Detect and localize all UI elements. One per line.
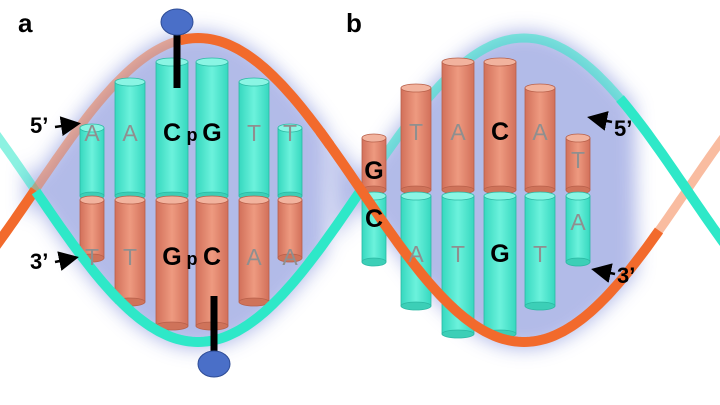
base-a-top-3: [195, 57, 229, 201]
base-a-top-letter-0: A: [84, 120, 100, 146]
methyl-marker-icon: [197, 350, 231, 378]
base-b-top-3: [483, 57, 517, 195]
orange-strand-front-2: [178, 32, 335, 149]
base-a-bottom-letter-2: G: [162, 243, 181, 271]
base-b-top-4: [524, 83, 556, 195]
panel-a-3prime-label: 3’: [30, 249, 48, 274]
methyl-marker-top: [160, 8, 194, 88]
base-b-top-letter-1: T: [409, 119, 423, 145]
base-b-bottom-letter-3: G: [490, 240, 509, 268]
base-a-top-letter-1: A: [122, 120, 138, 146]
base-b-bottom-letter-5: A: [570, 209, 586, 235]
phosphate-a-top: p: [187, 125, 198, 145]
base-b-top-5: [565, 133, 591, 195]
base-a-top-1: [114, 77, 146, 201]
base-b-bottom-letter-4: T: [533, 241, 547, 267]
base-a-top-letter-3: G: [202, 119, 221, 147]
base-a-bottom-letter-0: T: [85, 244, 99, 270]
orange-strand-front-0: [0, 187, 40, 249]
base-a-top-2: [155, 57, 189, 201]
arrow-left-icon: [591, 263, 616, 283]
base-a-top-letter-2: C: [163, 119, 181, 147]
panel-b-3prime-label: 3’: [617, 263, 635, 288]
panel-b-5prime-label: 5’: [614, 116, 632, 141]
base-a-bottom-letter-1: T: [123, 244, 137, 270]
panel-a-5prime-label: 5’: [30, 113, 48, 138]
panel-label-b: b: [346, 8, 362, 38]
teal-strand-front-0: [31, 188, 365, 348]
methyl-marker-bottom: [197, 296, 231, 378]
base-b-bottom-letter-0: C: [365, 205, 383, 233]
base-b-bottom-letter-2: T: [451, 241, 465, 267]
arrow-left-icon: [587, 111, 613, 131]
arrow-right-icon: [54, 251, 79, 271]
base-a-top-letter-4: T: [247, 120, 261, 146]
base-pairs: [79, 57, 591, 339]
base-a-top-0: [79, 123, 105, 201]
phosphate-a-bottom: p: [187, 249, 198, 269]
arrow-right-icon: [54, 116, 81, 137]
base-b-top-letter-3: C: [491, 118, 509, 146]
base-b-top-letter-2: A: [450, 119, 466, 145]
base-b-bottom-4: [524, 191, 556, 311]
methyl-marker-icon: [160, 8, 194, 36]
base-a-bottom-4: [238, 195, 270, 307]
base-b-top-letter-4: A: [532, 119, 548, 145]
teal-strand-front-1: [616, 95, 720, 247]
orange-strand-front-1: [315, 128, 664, 348]
base-a-bottom-letter-5: A: [282, 244, 298, 270]
base-b-bottom-5: [565, 191, 591, 267]
base-a-bottom-letter-3: C: [203, 243, 221, 271]
base-b-top-letter-0: G: [364, 157, 383, 185]
base-a-bottom-5: [277, 195, 303, 263]
base-a-bottom-1: [114, 195, 146, 307]
base-a-bottom-2: [155, 195, 189, 331]
base-b-top-2: [441, 57, 475, 195]
panel-label-a: a: [18, 8, 33, 38]
base-a-top-letter-5: T: [283, 120, 297, 146]
strands-front: [0, 32, 720, 348]
base-b-top-letter-5: T: [571, 147, 585, 173]
base-a-bottom-letter-4: A: [246, 244, 262, 270]
base-a-top-4: [238, 77, 270, 201]
base-b-bottom-letter-1: A: [408, 241, 424, 267]
